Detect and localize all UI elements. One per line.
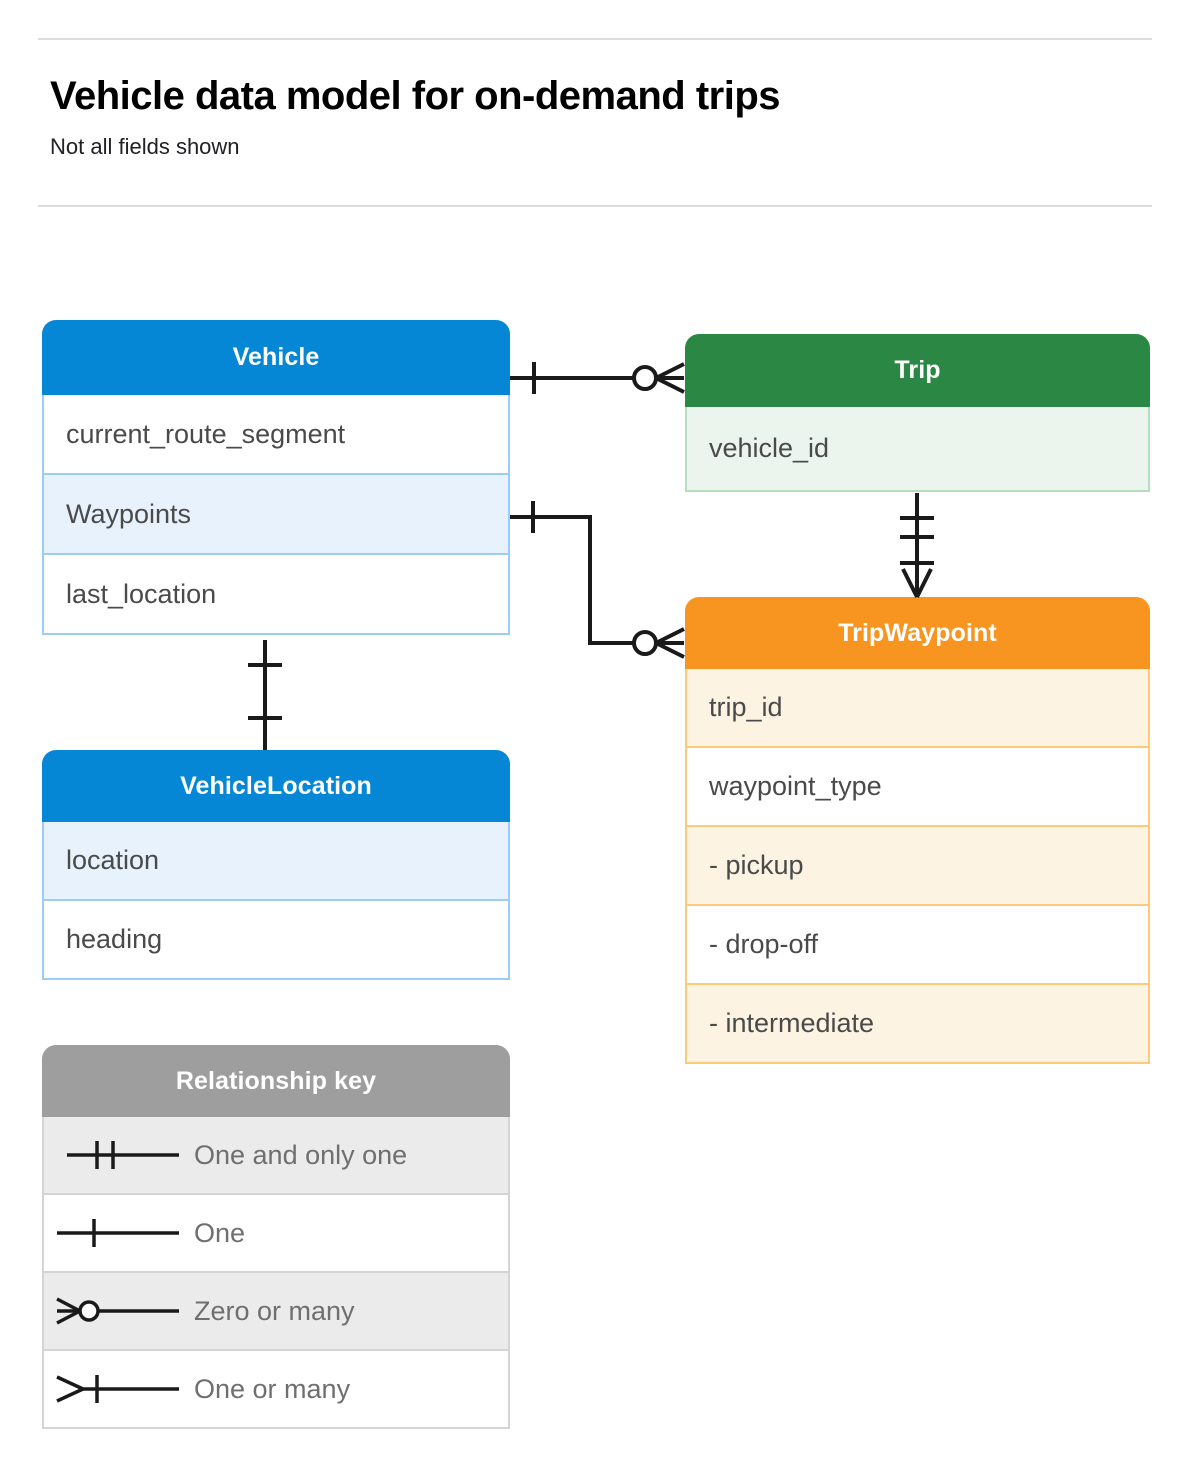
legend-row-one-and-only-one: One and only one xyxy=(42,1117,510,1195)
legend-row-zero-or-many: Zero or many xyxy=(42,1273,510,1351)
entity-tripwaypoint-value-pickup[interactable]: - pickup xyxy=(685,827,1150,906)
legend-label-zero-or-many: Zero or many xyxy=(194,1295,355,1326)
entity-vehiclelocation-field-location[interactable]: location xyxy=(42,822,510,901)
legend-relationship-key: Relationship key One and only one One xyxy=(42,1045,510,1429)
legend-row-one: One xyxy=(42,1195,510,1273)
entity-trip-field-vehicle-id[interactable]: vehicle_id xyxy=(685,407,1150,492)
header-divider-top xyxy=(38,38,1152,40)
page-title: Vehicle data model for on-demand trips xyxy=(50,74,781,118)
header-divider-bottom xyxy=(38,205,1152,207)
entity-vehicle-title: Vehicle xyxy=(42,320,510,395)
page-subtitle: Not all fields shown xyxy=(50,134,240,159)
connector-vehicle-vehiclelocation xyxy=(248,640,282,750)
entity-vehicle-field-current-route-segment[interactable]: current_route_segment xyxy=(42,395,510,475)
entity-vehicle-field-last-location[interactable]: last_location xyxy=(42,555,510,635)
legend-title: Relationship key xyxy=(42,1045,510,1117)
entity-vehicle-field-waypoints[interactable]: Waypoints xyxy=(42,475,510,555)
one-icon xyxy=(44,1213,194,1253)
entity-trip[interactable]: Trip vehicle_id xyxy=(685,334,1150,492)
zero-or-many-icon xyxy=(44,1291,194,1331)
entity-tripwaypoint[interactable]: TripWaypoint trip_id waypoint_type - pic… xyxy=(685,597,1150,1064)
one-or-many-icon xyxy=(44,1369,194,1409)
entity-tripwaypoint-value-intermediate[interactable]: - intermediate xyxy=(685,985,1150,1064)
connector-waypoints-tripwaypoint xyxy=(510,501,685,659)
legend-label-one-and-only-one: One and only one xyxy=(194,1139,408,1170)
legend-row-one-or-many: One or many xyxy=(42,1351,510,1429)
entity-tripwaypoint-field-waypoint-type[interactable]: waypoint_type xyxy=(685,748,1150,827)
entity-tripwaypoint-value-drop-off[interactable]: - drop-off xyxy=(685,906,1150,985)
entity-tripwaypoint-title: TripWaypoint xyxy=(685,597,1150,669)
legend-label-one-or-many: One or many xyxy=(194,1373,351,1404)
entity-trip-title: Trip xyxy=(685,334,1150,407)
entity-vehiclelocation-field-heading[interactable]: heading xyxy=(42,901,510,980)
entity-vehiclelocation-title: VehicleLocation xyxy=(42,750,510,822)
one-and-only-one-icon xyxy=(44,1135,194,1175)
connector-trip-tripwaypoint xyxy=(900,493,934,598)
entity-tripwaypoint-field-trip-id[interactable]: trip_id xyxy=(685,669,1150,748)
entity-vehicle[interactable]: Vehicle current_route_segment Waypoints … xyxy=(42,320,510,635)
legend-label-one: One xyxy=(194,1217,246,1248)
connector-vehicle-trip xyxy=(510,362,685,394)
entity-vehiclelocation[interactable]: VehicleLocation location heading xyxy=(42,750,510,980)
